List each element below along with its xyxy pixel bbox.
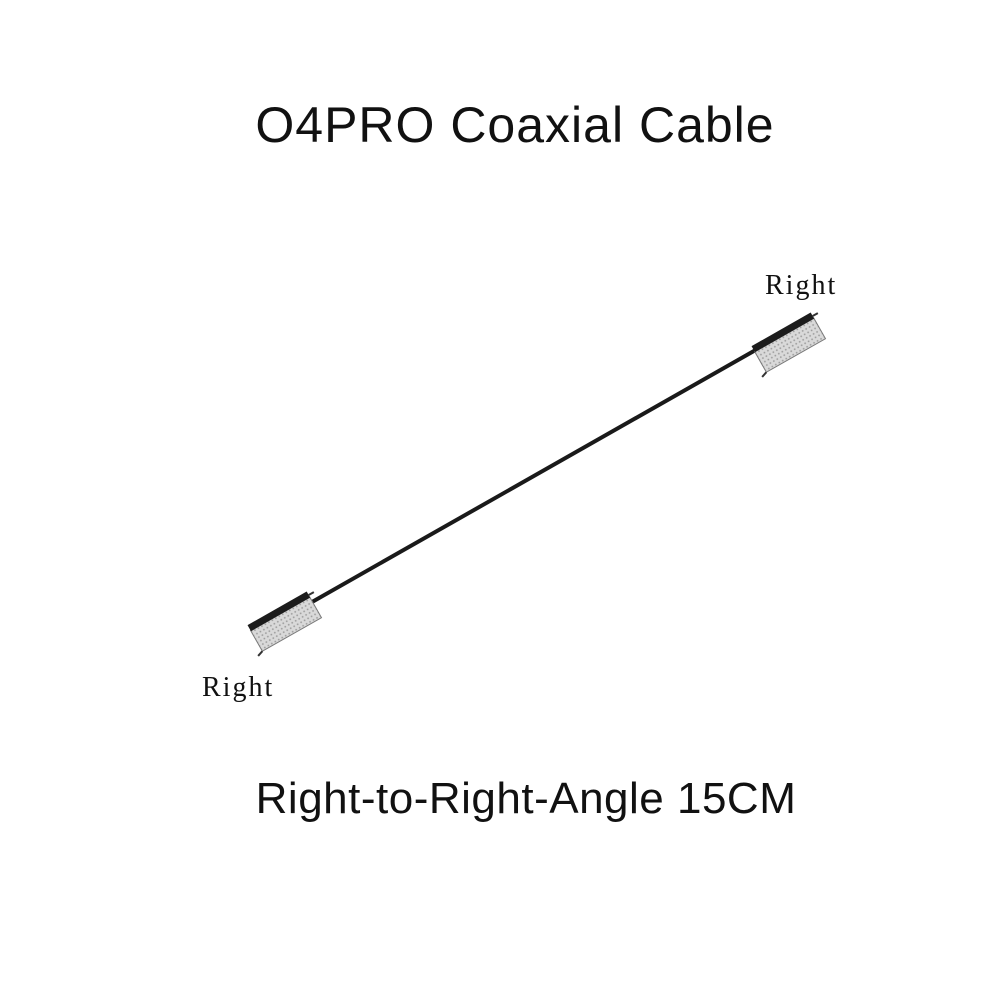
bottom-connector-lead-a xyxy=(308,591,315,596)
bottom-connector-band xyxy=(247,591,311,632)
bottom-connector-label: Right xyxy=(202,672,275,703)
top-connector xyxy=(751,312,827,378)
top-connector-label: Right xyxy=(765,270,838,301)
bottom-connector-lead-b xyxy=(257,650,264,657)
top-connector-band xyxy=(751,312,815,353)
top-connector-lead-a xyxy=(812,312,819,317)
cable-spec-caption: Right-to-Right-Angle 15CM xyxy=(255,774,797,823)
bottom-connector xyxy=(247,591,323,657)
product-title: O4PRO Coaxial Cable xyxy=(255,97,775,153)
coaxial-wire xyxy=(303,341,770,608)
top-connector-lead-b xyxy=(761,371,768,378)
